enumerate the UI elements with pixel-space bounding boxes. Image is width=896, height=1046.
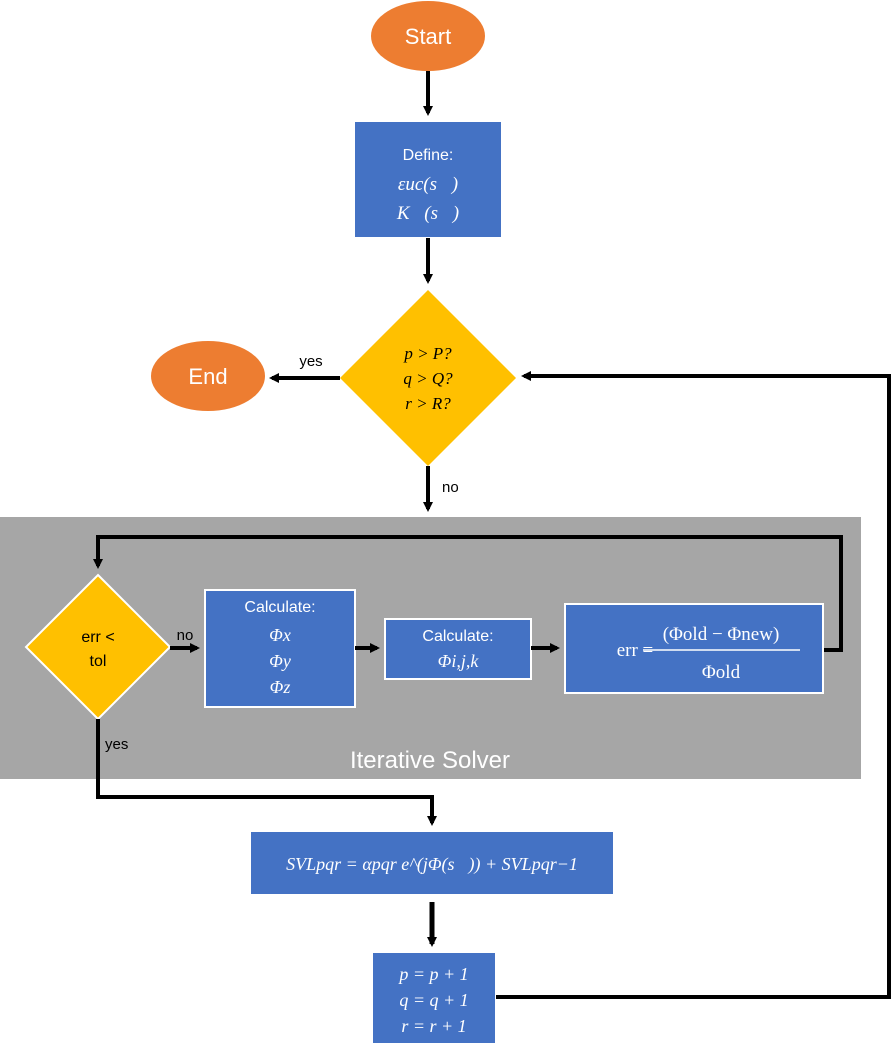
calc-phi-ijk-box bbox=[384, 618, 532, 680]
arrow-increment-decision bbox=[496, 371, 891, 999]
svl-box bbox=[249, 830, 615, 896]
svl-formula: SVLpqr = αpqr e^(jΦ(s⃗)) + SVLpqr−1 bbox=[286, 854, 578, 875]
end-node bbox=[151, 341, 265, 411]
decision-no-label: no bbox=[442, 479, 459, 496]
iterative-solver-label: Iterative Solver bbox=[350, 747, 510, 774]
decision-line1: p > P? bbox=[403, 344, 452, 363]
calc-phi-x: Φx bbox=[269, 625, 291, 645]
err-formula-numerator: (Φold − Φnew) bbox=[663, 624, 780, 645]
define-line1: εuc(s⃗) bbox=[398, 174, 458, 195]
end-label: End bbox=[188, 364, 227, 389]
increment-line2: q = q + 1 bbox=[399, 990, 468, 1010]
err-formula-lhs: err = bbox=[617, 640, 654, 661]
calc-phi-ijk-title: Calculate: bbox=[422, 628, 493, 645]
define-line2: K⃗(s⃗) bbox=[396, 203, 459, 224]
decision-yes-label: yes bbox=[299, 353, 322, 370]
calc-phi-ijk-line: Φi,j,k bbox=[438, 651, 480, 671]
increment-line3: r = r + 1 bbox=[401, 1016, 466, 1036]
calc-phi-y: Φy bbox=[269, 651, 291, 671]
define-box bbox=[353, 120, 503, 239]
increment-line1: p = p + 1 bbox=[397, 964, 468, 984]
err-no-label: no bbox=[177, 627, 194, 644]
define-title: Define: bbox=[403, 147, 454, 164]
arrow-err-svl bbox=[96, 719, 437, 826]
arrow-err-loopback bbox=[93, 535, 843, 652]
calc-phi-z: Φz bbox=[270, 677, 291, 697]
calc-phi-xyz-title: Calculate: bbox=[244, 599, 315, 616]
err-yes-label: yes bbox=[105, 736, 128, 753]
start-node bbox=[371, 1, 485, 71]
decision-line2: q > Q? bbox=[403, 369, 453, 388]
err-formula-denominator: Φold bbox=[702, 662, 741, 683]
start-label: Start bbox=[405, 24, 451, 49]
decision-diamond bbox=[340, 290, 516, 466]
err-formula-box bbox=[564, 603, 824, 694]
increment-box bbox=[371, 951, 497, 1045]
err-check-line2: tol bbox=[90, 653, 107, 670]
decision-line3: r > R? bbox=[405, 394, 451, 413]
err-check-line1: err < bbox=[81, 629, 114, 646]
